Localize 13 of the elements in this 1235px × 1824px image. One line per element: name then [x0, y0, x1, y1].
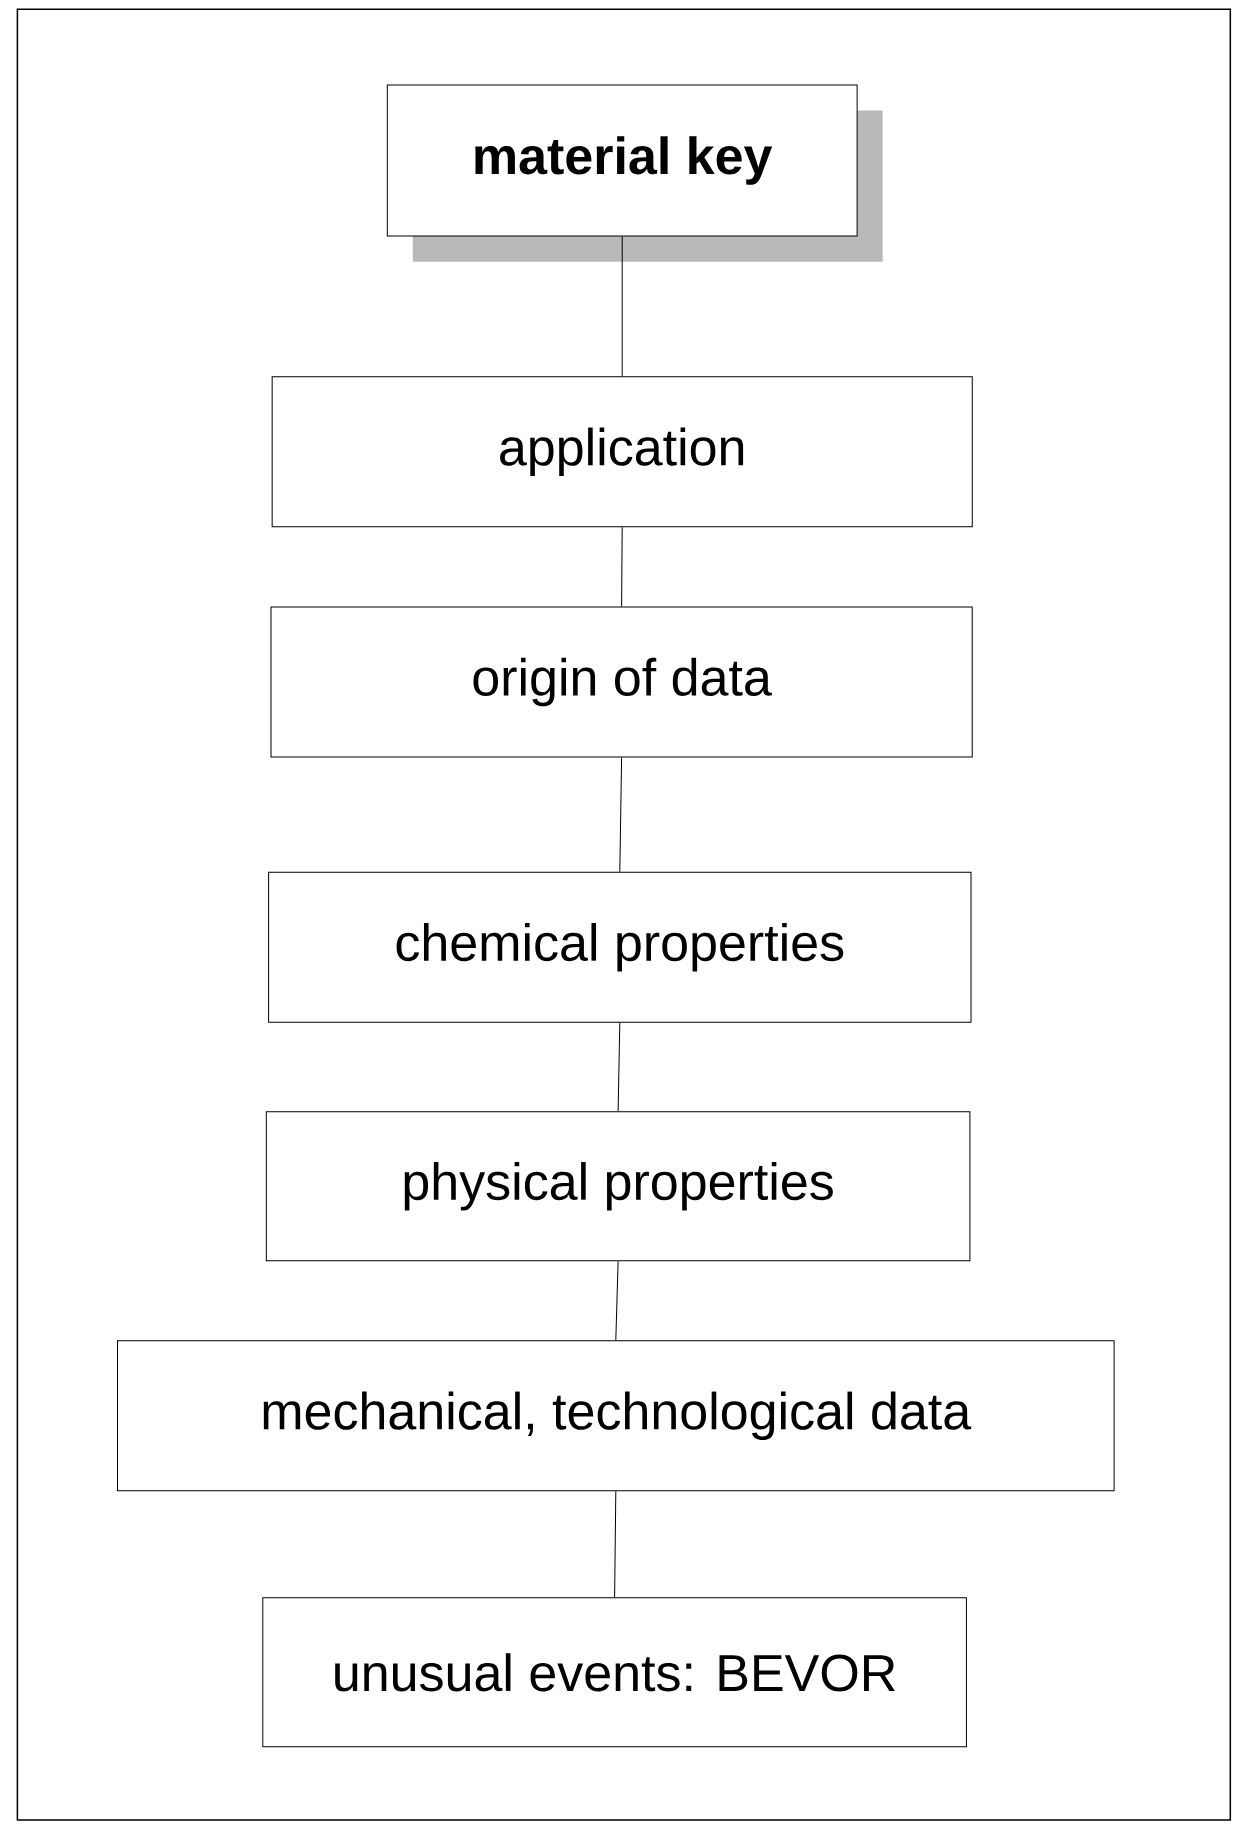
connector-line	[617, 1022, 621, 1112]
connector-line	[619, 757, 623, 873]
process-box: application	[271, 376, 973, 528]
process-box: unusual events: BEVOR	[262, 1597, 967, 1748]
process-box: mechanical, technological data	[117, 1340, 1115, 1492]
process-box: chemical properties	[268, 871, 972, 1023]
connector-line	[621, 526, 623, 607]
connector-line	[614, 1490, 617, 1598]
shadowed-box: material key	[386, 84, 883, 262]
connector-line	[615, 1260, 619, 1341]
connector-line	[621, 236, 623, 377]
process-box: physical properties	[265, 1111, 971, 1262]
process-box: origin of data	[270, 606, 973, 758]
